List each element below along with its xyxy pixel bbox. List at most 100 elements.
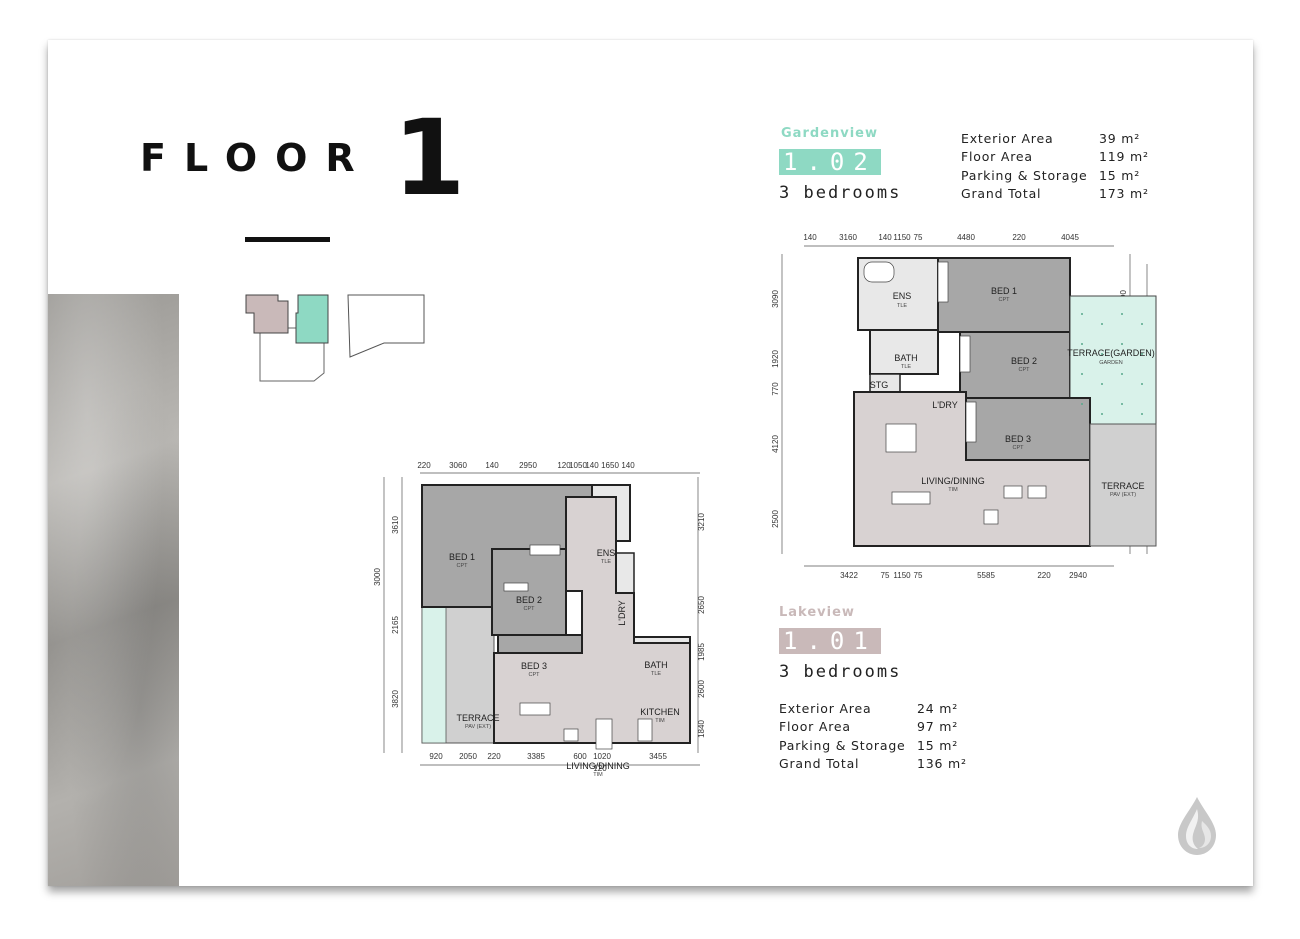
- dim-right: 1985: [697, 643, 706, 661]
- dim-top: 4480: [957, 233, 975, 242]
- label-bed1: BED 1: [991, 286, 1017, 296]
- dim-bottom: 2940: [1069, 571, 1087, 580]
- dim-top: 1050: [569, 461, 587, 470]
- svg-text:CPT: CPT: [457, 563, 469, 569]
- room-living-dining: [493, 496, 691, 744]
- label-ldry: L'DRY: [932, 400, 958, 410]
- dim-left: 2165: [391, 616, 400, 634]
- dim-bottom: 3455: [649, 752, 667, 761]
- dim-top: 1650: [601, 461, 619, 470]
- dim-left: 3610: [391, 516, 400, 534]
- svg-text:CPT: CPT: [1013, 445, 1025, 451]
- label-bath: BATH: [644, 660, 667, 670]
- label-ens: ENS: [597, 548, 616, 558]
- label-bath: BATH: [894, 353, 917, 363]
- dim-right: 1840: [697, 720, 706, 738]
- dim-top: 75: [914, 233, 923, 242]
- svg-text:TIM: TIM: [593, 772, 603, 777]
- dim-bottom: 120: [593, 764, 607, 773]
- dim-left: 3000: [373, 568, 382, 586]
- unit-number-gardenview: 1.02: [779, 149, 881, 175]
- floor-plan-lakeview: 220 3060 140 2950 120 1050 140 1650 140 …: [370, 457, 740, 781]
- unit-name-lakeview: Lakeview: [779, 605, 855, 620]
- svg-text:TLE: TLE: [651, 671, 661, 677]
- dim-right: 2600: [697, 680, 706, 698]
- label-stg: STG: [870, 380, 889, 390]
- floor-number: 1: [393, 97, 466, 219]
- dim-top: 220: [1012, 233, 1026, 242]
- svg-text:TLE: TLE: [901, 364, 911, 370]
- dim-bottom: 75: [914, 571, 923, 580]
- dim-bottom: 3385: [527, 752, 545, 761]
- svg-text:PAV (EXT): PAV (EXT): [465, 724, 491, 730]
- label-ldry: L'DRY: [617, 600, 627, 626]
- dim-left: 3820: [391, 690, 400, 708]
- dim-top: 3160: [839, 233, 857, 242]
- svg-text:TLE: TLE: [601, 559, 611, 565]
- dim-bottom: 220: [1037, 571, 1051, 580]
- room-bed3: [965, 397, 1091, 461]
- label-terrace-garden: TERRACE(GARDEN): [1067, 348, 1155, 358]
- dim-bottom: 600: [573, 752, 587, 761]
- dim-top: 140: [803, 233, 817, 242]
- label-bed1: BED 1: [449, 552, 475, 562]
- room-bath: [869, 329, 939, 375]
- label-bed3: BED 3: [1005, 434, 1031, 444]
- dim-top: 140: [585, 461, 599, 470]
- room-terrace: [1089, 423, 1157, 547]
- dim-top: 2950: [519, 461, 537, 470]
- stone-texture-panel: [48, 294, 179, 886]
- label-terrace: TERRACE: [1101, 481, 1144, 491]
- label-kitchen: KITCHEN: [640, 707, 680, 717]
- svg-text:GARDEN: GARDEN: [1099, 360, 1123, 366]
- bedrooms-gardenview: 3 bedrooms: [779, 183, 902, 203]
- dim-top: 140: [878, 233, 892, 242]
- dim-bottom: 3422: [840, 571, 858, 580]
- dim-bottom: 1150: [893, 571, 911, 580]
- label-bed2: BED 2: [1011, 356, 1037, 366]
- dim-left: 770: [771, 382, 780, 396]
- floor-plan-gardenview: 140 3160 140 1150 75 4480 220 4045 3422 …: [752, 224, 1158, 594]
- svg-text:TLE: TLE: [897, 303, 907, 309]
- label-terrace: TERRACE: [456, 713, 499, 723]
- dim-bottom: 5585: [977, 571, 995, 580]
- floor-title: FLOOR: [140, 136, 373, 180]
- label-living: LIVING/DINING: [921, 476, 985, 486]
- dim-left: 3090: [771, 290, 780, 308]
- terrace-planter: [421, 606, 447, 744]
- dim-bottom: 2050: [459, 752, 477, 761]
- garden-pattern: [1081, 313, 1143, 415]
- dim-top: 120: [557, 461, 571, 470]
- dim-bottom: 75: [881, 571, 890, 580]
- key-plan: [245, 294, 425, 382]
- dim-left: 4120: [771, 435, 780, 453]
- dim-bottom: 1020: [593, 752, 611, 761]
- label-ens: ENS: [893, 291, 912, 301]
- svg-text:CPT: CPT: [1019, 367, 1031, 373]
- brochure-page: FLOOR 1 Gardenview 1.02 3 bedrooms Exter…: [48, 40, 1253, 886]
- label-living: LIVING/DINING: [566, 761, 630, 771]
- label-bed3: BED 3: [521, 661, 547, 671]
- label-bed2: BED 2: [516, 595, 542, 605]
- svg-text:TIM: TIM: [655, 718, 665, 724]
- key-unit-gardenview: [295, 294, 329, 344]
- dim-top: 3060: [449, 461, 467, 470]
- dim-bottom: 220: [487, 752, 501, 761]
- svg-text:CPT: CPT: [524, 606, 536, 612]
- svg-text:CPT: CPT: [529, 672, 541, 678]
- dim-left: 2500: [771, 510, 780, 528]
- water-drop-logo-icon: [1178, 797, 1216, 855]
- bedrooms-lakeview: 3 bedrooms: [779, 662, 902, 682]
- svg-text:PAV (EXT): PAV (EXT): [1110, 492, 1136, 498]
- dim-right: 3210: [697, 513, 706, 531]
- dim-left: 1920: [771, 350, 780, 368]
- dim-bottom: 920: [429, 752, 443, 761]
